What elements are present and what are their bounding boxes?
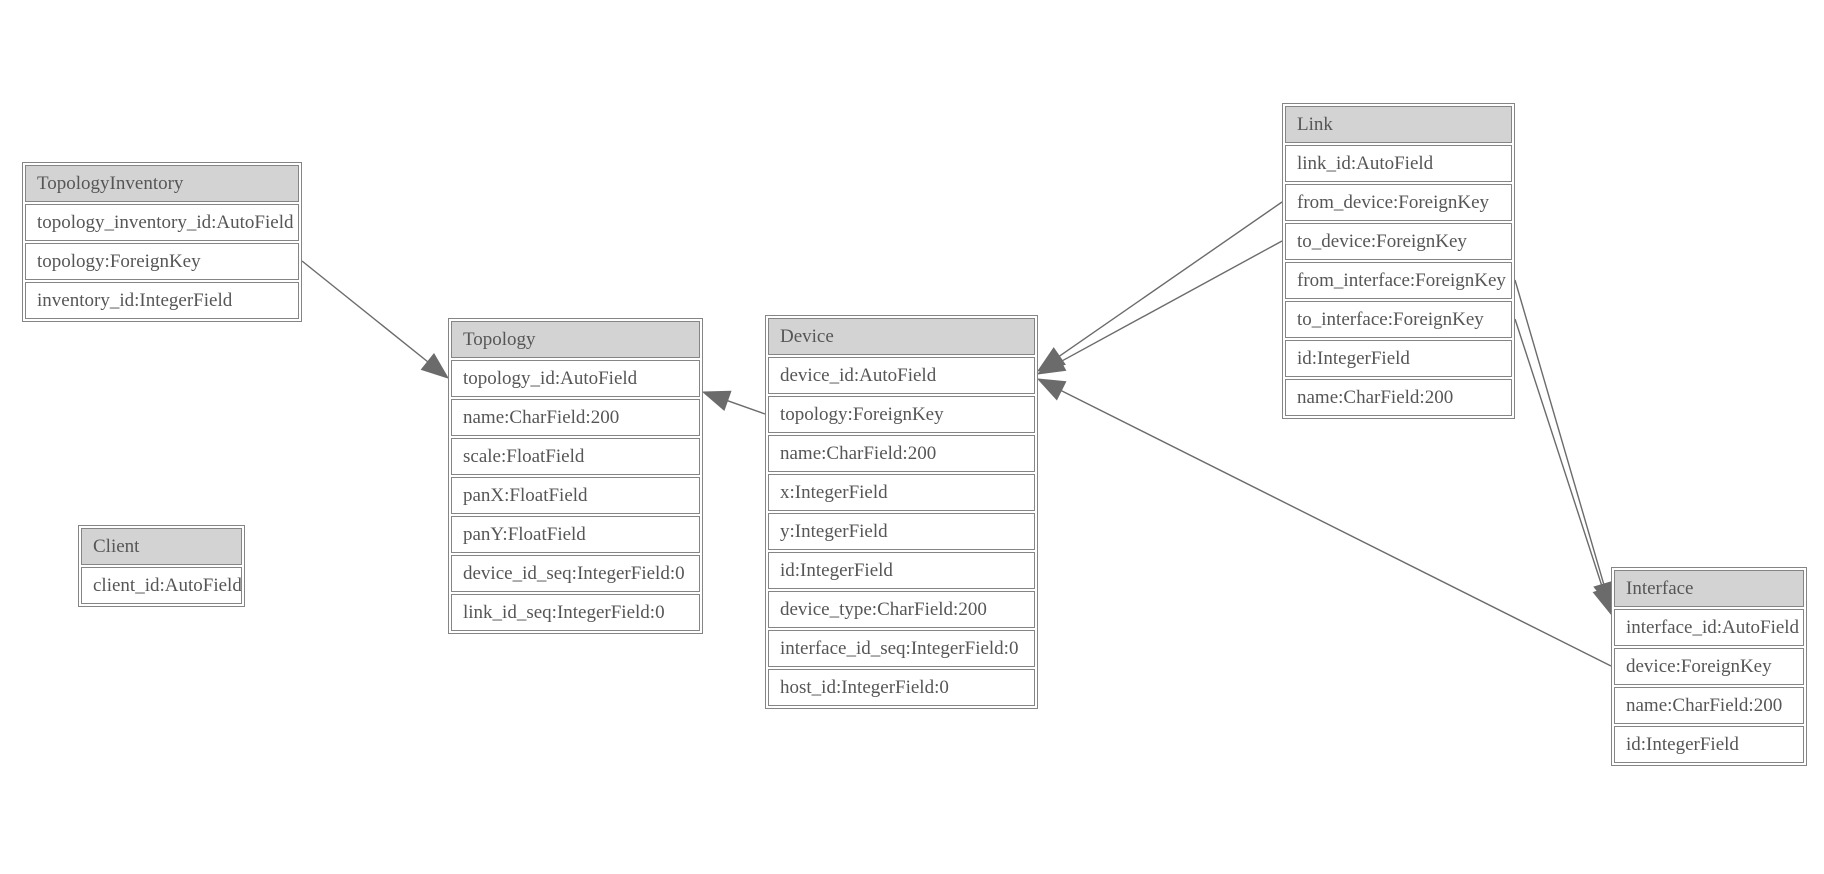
relationship-arrowhead-icon — [1036, 378, 1067, 401]
entity-title: Device — [768, 318, 1035, 355]
entity-field: interface_id_seq:IntegerField:0 — [768, 630, 1035, 667]
entity-title: Client — [81, 528, 242, 565]
entity-title: Interface — [1614, 570, 1804, 607]
entity-field: to_interface:ForeignKey — [1285, 301, 1512, 338]
entity-field: name:CharField:200 — [1614, 687, 1804, 724]
entity-field: name:CharField:200 — [1285, 379, 1512, 416]
entity-field: id:IntegerField — [1614, 726, 1804, 763]
entity-field: device:ForeignKey — [1614, 648, 1804, 685]
entity-title: Link — [1285, 106, 1512, 143]
entity-field: y:IntegerField — [768, 513, 1035, 550]
entity-field: device_id_seq:IntegerField:0 — [451, 555, 700, 592]
relationship-line — [1060, 390, 1612, 667]
entity-field: panX:FloatField — [451, 477, 700, 514]
entity-field: panY:FloatField — [451, 516, 700, 553]
entity-field: name:CharField:200 — [768, 435, 1035, 472]
entity-field: from_interface:ForeignKey — [1285, 262, 1512, 299]
relationship-line — [301, 260, 429, 363]
relationship-arrowhead-icon — [420, 353, 450, 379]
relationship-line — [1514, 279, 1605, 585]
entity-field: link_id_seq:IntegerField:0 — [451, 594, 700, 631]
entity-title: TopologyInventory — [25, 165, 299, 202]
entity-field: topology:ForeignKey — [768, 396, 1035, 433]
entity-field: id:IntegerField — [1285, 340, 1512, 377]
entity-field: device_id:AutoField — [768, 357, 1035, 394]
entity-field: name:CharField:200 — [451, 399, 700, 436]
entity-field: topology_id:AutoField — [451, 360, 700, 397]
entity-field: from_device:ForeignKey — [1285, 184, 1512, 221]
entity-field: device_type:CharField:200 — [768, 591, 1035, 628]
entity-field: to_device:ForeignKey — [1285, 223, 1512, 260]
relationship-line — [1514, 318, 1604, 590]
entity-field: client_id:AutoField — [81, 567, 242, 604]
entity-field: x:IntegerField — [768, 474, 1035, 511]
relationship-line — [1060, 240, 1283, 363]
entity-field: interface_id:AutoField — [1614, 609, 1804, 646]
entity-field: id:IntegerField — [768, 552, 1035, 589]
entity-title: Topology — [451, 321, 700, 358]
relationship-arrowhead-icon — [1036, 347, 1066, 372]
entity-field: scale:FloatField — [451, 438, 700, 475]
relationship-arrowhead-icon — [701, 390, 732, 411]
entity-field: inventory_id:IntegerField — [25, 282, 299, 319]
relationship-arrowhead-icon — [1036, 351, 1067, 375]
entity-field: topology:ForeignKey — [25, 243, 299, 280]
relationship-line — [1058, 201, 1283, 357]
entity-field: host_id:IntegerField:0 — [768, 669, 1035, 706]
entity-field: topology_inventory_id:AutoField — [25, 204, 299, 241]
relationship-arrowhead-icon — [1592, 585, 1614, 616]
entity-field: link_id:AutoField — [1285, 145, 1512, 182]
relationship-line — [727, 400, 766, 415]
